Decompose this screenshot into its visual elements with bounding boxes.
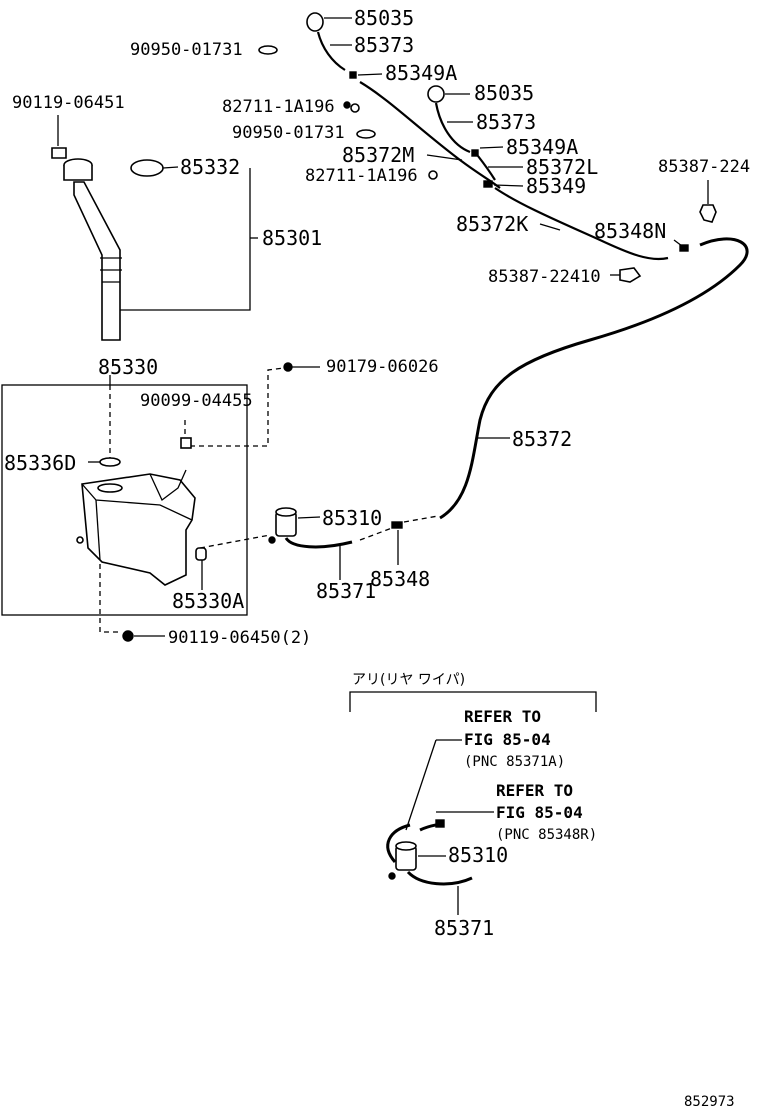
inset-bracket [349, 691, 597, 712]
label-85387-lower: 85387-22410 [488, 267, 601, 287]
label-85372M: 85372M [342, 143, 414, 167]
label-85035-lower: 85035 [474, 81, 534, 105]
connector-85348 [391, 521, 403, 529]
figure-code: 852973 [684, 1094, 735, 1110]
grommet-90950-upper [258, 45, 278, 55]
hose-85373-upper [316, 31, 346, 71]
nozzle-assembly-upper [258, 12, 717, 283]
label-85349A-lower: 85349A [506, 135, 578, 159]
label-85372K: 85372K [456, 212, 528, 236]
label-90179: 90179-06026 [326, 357, 439, 377]
label-85330: 85330 [98, 355, 158, 379]
refer2-line1: REFER TO [496, 781, 573, 800]
inlet-cap [63, 165, 93, 181]
grommet-90950-lower [356, 129, 376, 139]
label-85330A: 85330A [172, 589, 244, 613]
clip-85387-upper [699, 204, 717, 223]
hose-85373-lower [434, 102, 471, 154]
label-90950-upper: 90950-01731 [130, 40, 243, 60]
label-85372L: 85372L [526, 155, 598, 179]
joint-85349A-upper [349, 71, 357, 79]
connector-85348N [679, 244, 689, 252]
label-82711-upper: 82711-1A196 [222, 97, 335, 117]
label-90099: 90099-04455 [140, 391, 253, 411]
refer1-line1: REFER TO [464, 707, 541, 726]
bolt-90119-06450 [122, 630, 134, 642]
label-90119-06450: 90119-06450(2) [168, 628, 311, 648]
tank-assembly [1, 362, 320, 642]
inset-header: アリ(リヤ ワイパ) [352, 672, 465, 688]
label-85387-upper: 85387-224 [658, 157, 750, 177]
nozzle-85035-upper [306, 12, 324, 32]
label-85035-upper: 85035 [354, 6, 414, 30]
hose-85372-main [439, 237, 749, 520]
nozzle-85035-lower [427, 85, 445, 103]
inset-connector [435, 819, 445, 828]
label-85371: 85371 [316, 579, 376, 603]
label-85349: 85349 [526, 174, 586, 198]
washer-tank-85330 [81, 473, 196, 586]
part-labels: 85035 90950-01731 85373 85349A 90119-064… [4, 6, 750, 648]
label-82711-lower: 82711-1A196 [305, 166, 418, 186]
clip-85387-lower [619, 267, 642, 283]
hose-85372M [359, 81, 501, 189]
bolt-90179-06026 [283, 362, 293, 372]
label-85373-lower: 85373 [476, 110, 536, 134]
bolt-90119-06451 [51, 147, 67, 159]
inset-labels: アリ(リヤ ワイパ) REFER TO FIG 85-04 (PNC 85371… [352, 672, 597, 940]
label-85348N: 85348N [594, 219, 666, 243]
grommet-85330A [195, 547, 207, 561]
label-90119-06451: 90119-06451 [12, 93, 125, 113]
label-85336D: 85336D [4, 451, 76, 475]
refer1-line3: (PNC 85371A) [464, 754, 565, 770]
clip-82711-upper [350, 103, 360, 113]
bolt-90099-04455 [180, 437, 192, 449]
label-85310: 85310 [322, 506, 382, 530]
label-85372: 85372 [512, 427, 572, 451]
label-85301: 85301 [262, 226, 322, 250]
joint-85349 [483, 180, 493, 188]
refer2-line3: (PNC 85348R) [496, 827, 597, 843]
label-85332: 85332 [180, 155, 240, 179]
inset-label-85310: 85310 [448, 843, 508, 867]
inset-hose-85371 [406, 870, 473, 886]
inlet-assembly [51, 115, 258, 341]
tank-frame [1, 384, 248, 616]
seal-85336D [99, 457, 121, 467]
inset-rear-wiper [349, 691, 597, 915]
clip-82711-lower [428, 170, 438, 180]
joint-85349A-lower [471, 149, 479, 157]
hose-85372K [494, 187, 669, 261]
inset-label-85371: 85371 [434, 916, 494, 940]
hose-85371 [284, 537, 353, 549]
label-90950-lower: 90950-01731 [232, 123, 345, 143]
refer2-line2: FIG 85-04 [496, 803, 583, 822]
label-85373-upper: 85373 [354, 33, 414, 57]
cap-85332 [130, 159, 164, 177]
label-85348: 85348 [370, 567, 430, 591]
label-85349A-upper: 85349A [385, 61, 457, 85]
pump-assembly [268, 507, 439, 580]
inlet-pipe-85301 [73, 181, 121, 341]
refer1-line2: FIG 85-04 [464, 730, 551, 749]
